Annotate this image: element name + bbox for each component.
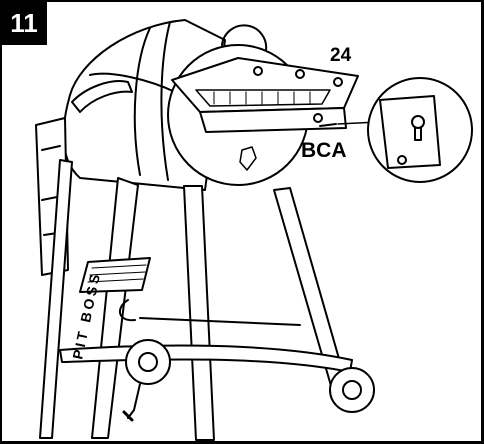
barrel-lid-seam (89, 72, 176, 93)
lower-shelf (79, 257, 151, 293)
leg-front-left (91, 177, 139, 439)
rear-brace (139, 317, 301, 326)
side-shelf-grate (195, 89, 331, 107)
lid-handle (71, 80, 133, 113)
wheel-right (329, 367, 375, 413)
end-cap-lid-arc (221, 24, 268, 51)
step-number-badge: 11 (1, 1, 47, 45)
side-shelf (171, 57, 359, 113)
detail-keyhole-slot (411, 115, 425, 129)
side-shelf-front (199, 107, 347, 133)
leg-rear-left (39, 159, 73, 439)
hardware-code-label: BCA (301, 139, 347, 162)
barrel-band-right (160, 21, 171, 181)
power-cord (127, 383, 141, 419)
part-number-label: 24 (330, 45, 352, 66)
leg-front-right (183, 185, 215, 441)
detail-hole (397, 155, 407, 165)
end-cap-icon (239, 146, 257, 171)
hose (119, 299, 136, 322)
wheel-left (125, 339, 171, 385)
barrel-band-left (133, 27, 151, 176)
shelf-screw (319, 123, 337, 127)
detail-bracket (379, 95, 441, 169)
